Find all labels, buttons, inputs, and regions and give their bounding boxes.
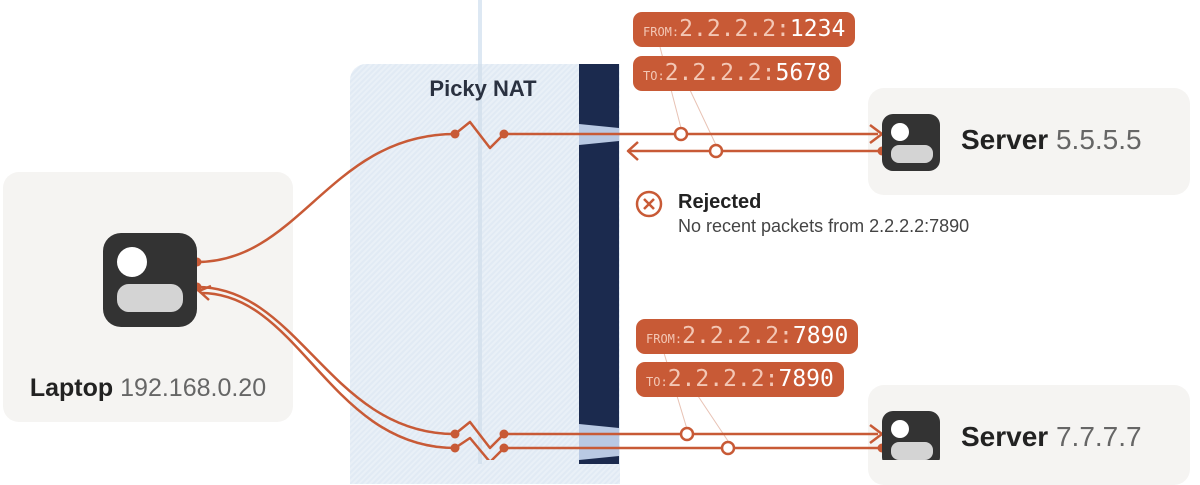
- packet-from-bottom: FROM:2.2.2.2:7890: [636, 319, 859, 354]
- server-bottom-ip: 7.7.7.7: [1055, 421, 1142, 452]
- path-laptop-to-server-top: [196, 120, 878, 264]
- from-port: 1234: [789, 16, 846, 42]
- laptop-name: Laptop: [29, 374, 114, 402]
- from-ip: 2.2.2.2:: [682, 323, 793, 349]
- rejected-title: Rejected: [678, 191, 762, 213]
- server-bottom-name: Server: [961, 421, 1049, 452]
- packet-from-top: FROM:2.2.2.2:1234: [633, 12, 856, 47]
- to-key: TO:: [643, 69, 665, 83]
- arrowhead-rejected: [626, 141, 639, 161]
- to-port: 5678: [775, 60, 831, 86]
- packet-to-top: TO:2.2.2.2:5678: [633, 56, 841, 91]
- to-ip: 2.2.2.2:: [667, 366, 779, 392]
- laptop-label: Laptop 192.168.0.20: [3, 374, 293, 403]
- rejected-x-icon: [635, 190, 663, 218]
- connection-diagram: [103, 46, 940, 460]
- laptop-ip: 192.168.0.20: [120, 374, 267, 402]
- to-ip: 2.2.2.2:: [664, 60, 776, 86]
- rejected-detail: No recent packets from 2.2.2.2:7890: [678, 216, 970, 236]
- to-port: 7890: [778, 366, 834, 392]
- server-top-label: Server 5.5.5.5: [961, 124, 1142, 156]
- server-top-ip: 5.5.5.5: [1055, 124, 1142, 155]
- guide-line-overlay: [478, 64, 482, 464]
- to-key: TO:: [646, 375, 668, 389]
- server-top-name: Server: [961, 124, 1049, 155]
- nat-title: Picky NAT: [429, 76, 537, 101]
- from-key: FROM:: [646, 332, 683, 346]
- laptop-icon: [103, 233, 197, 327]
- from-port: 7890: [792, 323, 849, 349]
- from-ip: 2.2.2.2:: [679, 16, 790, 42]
- packet-to-bottom: TO:2.2.2.2:7890: [636, 362, 844, 397]
- server-bottom-icon: [882, 411, 940, 460]
- from-key: FROM:: [643, 25, 680, 39]
- server-top-icon: [882, 114, 940, 171]
- packet-markers: [673, 126, 736, 456]
- server-bottom-label: Server 7.7.7.7: [961, 421, 1142, 453]
- firewall-opening-bottom: [579, 424, 619, 460]
